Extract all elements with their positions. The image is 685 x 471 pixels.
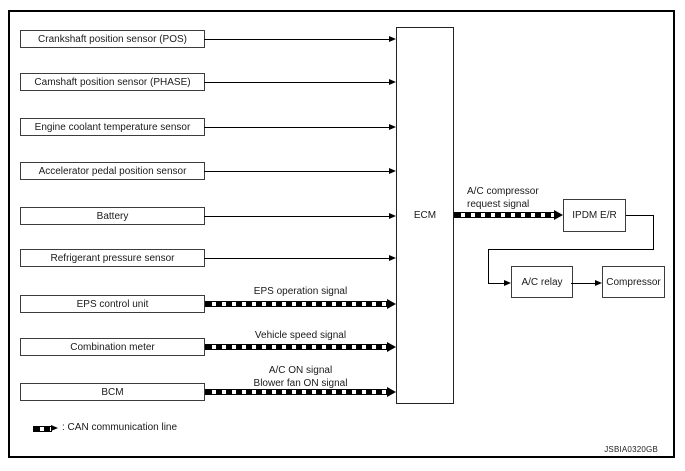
relay-compressor-line: [571, 283, 596, 284]
box-ipdm-er: IPDM E/R: [563, 199, 626, 232]
arrowhead-icon: [387, 342, 396, 352]
arrowhead-icon: [389, 36, 396, 42]
arrowhead-icon: [387, 299, 396, 309]
label-ac-on-signal: A/C ON signal: [268, 365, 333, 376]
route-into-relay-line: [488, 283, 505, 284]
arrowhead-icon: [554, 210, 563, 220]
box-refrigerant-pressure-sensor: Refrigerant pressure sensor: [20, 249, 205, 267]
connector-crankshaft-line: [204, 39, 390, 40]
box-label: Accelerator pedal position sensor: [38, 165, 187, 177]
label-ac-compressor-request-signal: A/C compressor request signal: [467, 185, 577, 211]
box-label: Engine coolant temperature sensor: [34, 121, 191, 133]
box-label: Crankshaft position sensor (POS): [38, 33, 187, 45]
box-label: EPS control unit: [76, 298, 149, 310]
box-accelerator-pedal-position-sensor: Accelerator pedal position sensor: [20, 162, 205, 180]
label-eps-operation-signal: EPS operation signal: [253, 286, 348, 297]
label-line-1: A/C compressor: [467, 186, 539, 197]
box-label: Refrigerant pressure sensor: [50, 252, 175, 264]
arrowhead-icon: [389, 79, 396, 85]
arrowhead-icon: [504, 280, 511, 286]
legend-can-communication-line: : CAN communication line: [62, 422, 178, 433]
box-bcm: BCM: [20, 383, 205, 401]
label-bcm-signals: A/C ON signal Blower fan ON signal: [205, 364, 396, 390]
connector-camshaft-line: [204, 82, 390, 83]
label-blower-fan-on-signal: Blower fan ON signal: [253, 378, 348, 389]
box-battery: Battery: [20, 207, 205, 225]
box-label: Compressor: [606, 276, 661, 288]
arrowhead-icon: [595, 280, 602, 286]
arrowhead-icon: [389, 124, 396, 130]
connector-battery-line: [204, 216, 390, 217]
connector-refrigerant-line: [204, 258, 390, 259]
label-vehicle-speed-signal: Vehicle speed signal: [254, 330, 347, 341]
label-line-2: request signal: [467, 199, 530, 210]
can-line-eps: [205, 301, 387, 307]
box-camshaft-position-sensor: Camshaft position sensor (PHASE): [20, 73, 205, 91]
route-back-line: [488, 249, 654, 250]
box-label: ECM: [413, 210, 437, 221]
box-label: Camshaft position sensor (PHASE): [34, 76, 191, 88]
box-compressor: Compressor: [602, 266, 665, 298]
arrowhead-icon: [389, 213, 396, 219]
box-label: Combination meter: [70, 341, 155, 353]
can-legend-symbol-icon: [33, 426, 52, 432]
box-label: BCM: [101, 386, 124, 398]
box-ecm: ECM: [396, 27, 454, 404]
arrowhead-icon: [389, 168, 396, 174]
arrowhead-icon: [51, 425, 58, 431]
can-line-bcm: [205, 389, 387, 395]
route-ipdm-out-line: [626, 215, 654, 216]
route-down-line-2: [488, 249, 489, 284]
box-eps-control-unit: EPS control unit: [20, 295, 205, 313]
box-engine-coolant-temperature-sensor: Engine coolant temperature sensor: [20, 118, 205, 136]
box-ac-relay: A/C relay: [511, 266, 573, 298]
connector-accelerator-line: [204, 171, 390, 172]
figure-code: JSBIA0320GB: [604, 445, 658, 454]
box-combination-meter: Combination meter: [20, 338, 205, 356]
box-label: IPDM E/R: [572, 210, 617, 221]
arrowhead-icon: [387, 387, 396, 397]
can-line-combination-meter: [205, 344, 387, 350]
box-label: A/C relay: [521, 276, 563, 288]
can-line-ac-request: [454, 212, 555, 218]
arrowhead-icon: [389, 255, 396, 261]
box-crankshaft-position-sensor: Crankshaft position sensor (POS): [20, 30, 205, 48]
connector-coolant-line: [204, 127, 390, 128]
route-down-line: [653, 215, 654, 250]
box-label: Battery: [96, 210, 129, 222]
